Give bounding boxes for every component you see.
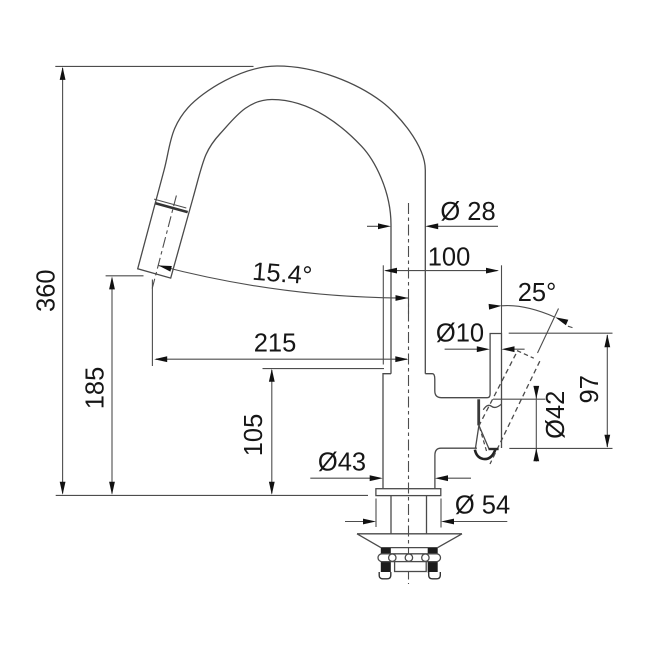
svg-text:25°: 25° bbox=[518, 279, 557, 307]
svg-text:100: 100 bbox=[428, 244, 471, 272]
svg-text:Ø10: Ø10 bbox=[436, 320, 484, 348]
svg-text:Ø 28: Ø 28 bbox=[440, 198, 495, 226]
svg-text:105: 105 bbox=[240, 414, 268, 457]
svg-text:360: 360 bbox=[33, 269, 61, 312]
svg-text:Ø 54: Ø 54 bbox=[455, 491, 510, 519]
svg-text:Ø43: Ø43 bbox=[318, 449, 366, 477]
svg-text:97: 97 bbox=[576, 375, 604, 403]
svg-text:185: 185 bbox=[82, 367, 110, 410]
svg-text:215: 215 bbox=[254, 330, 297, 358]
svg-text:Ø42: Ø42 bbox=[542, 391, 570, 439]
svg-text:15.4°: 15.4° bbox=[251, 258, 313, 291]
